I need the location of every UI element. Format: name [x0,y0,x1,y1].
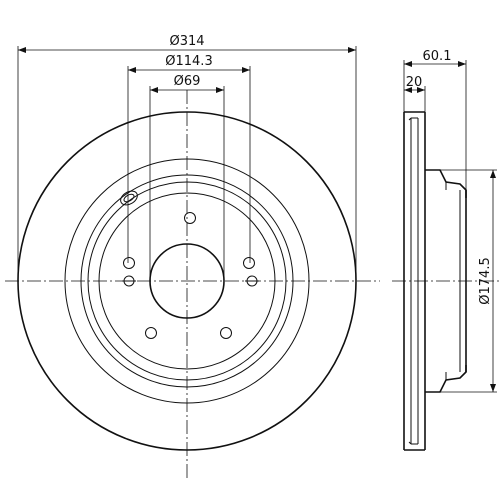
hat-outer-edge [80,174,294,388]
outer-diameter-label: Ø314 [169,34,204,49]
side-view: 60.1 20 Ø174.5 [392,49,500,451]
bolt-hole [184,212,196,224]
front-view: Ø314 Ø114.3 Ø69 [5,34,380,478]
center-bore-label: Ø69 [174,74,201,89]
overall-height-label: 60.1 [423,49,452,64]
bolt-hole [145,327,157,339]
bolt-circle-label: Ø114.3 [165,54,212,69]
vent-slot-bottom-chamfer [408,441,412,445]
balance-mark [120,190,138,206]
bolt-hole [220,327,232,339]
bolt-hole [243,257,255,269]
bolt-hole [123,257,135,269]
vent-slot-top-chamfer [408,117,412,121]
hat-diameter-label: Ø174.5 [478,257,493,304]
hat-step [87,181,287,381]
balance-mark-inner [123,193,135,203]
hub-face [98,192,276,370]
friction-ring-inner-edge [64,158,310,404]
disc-thickness-label: 20 [406,75,423,90]
